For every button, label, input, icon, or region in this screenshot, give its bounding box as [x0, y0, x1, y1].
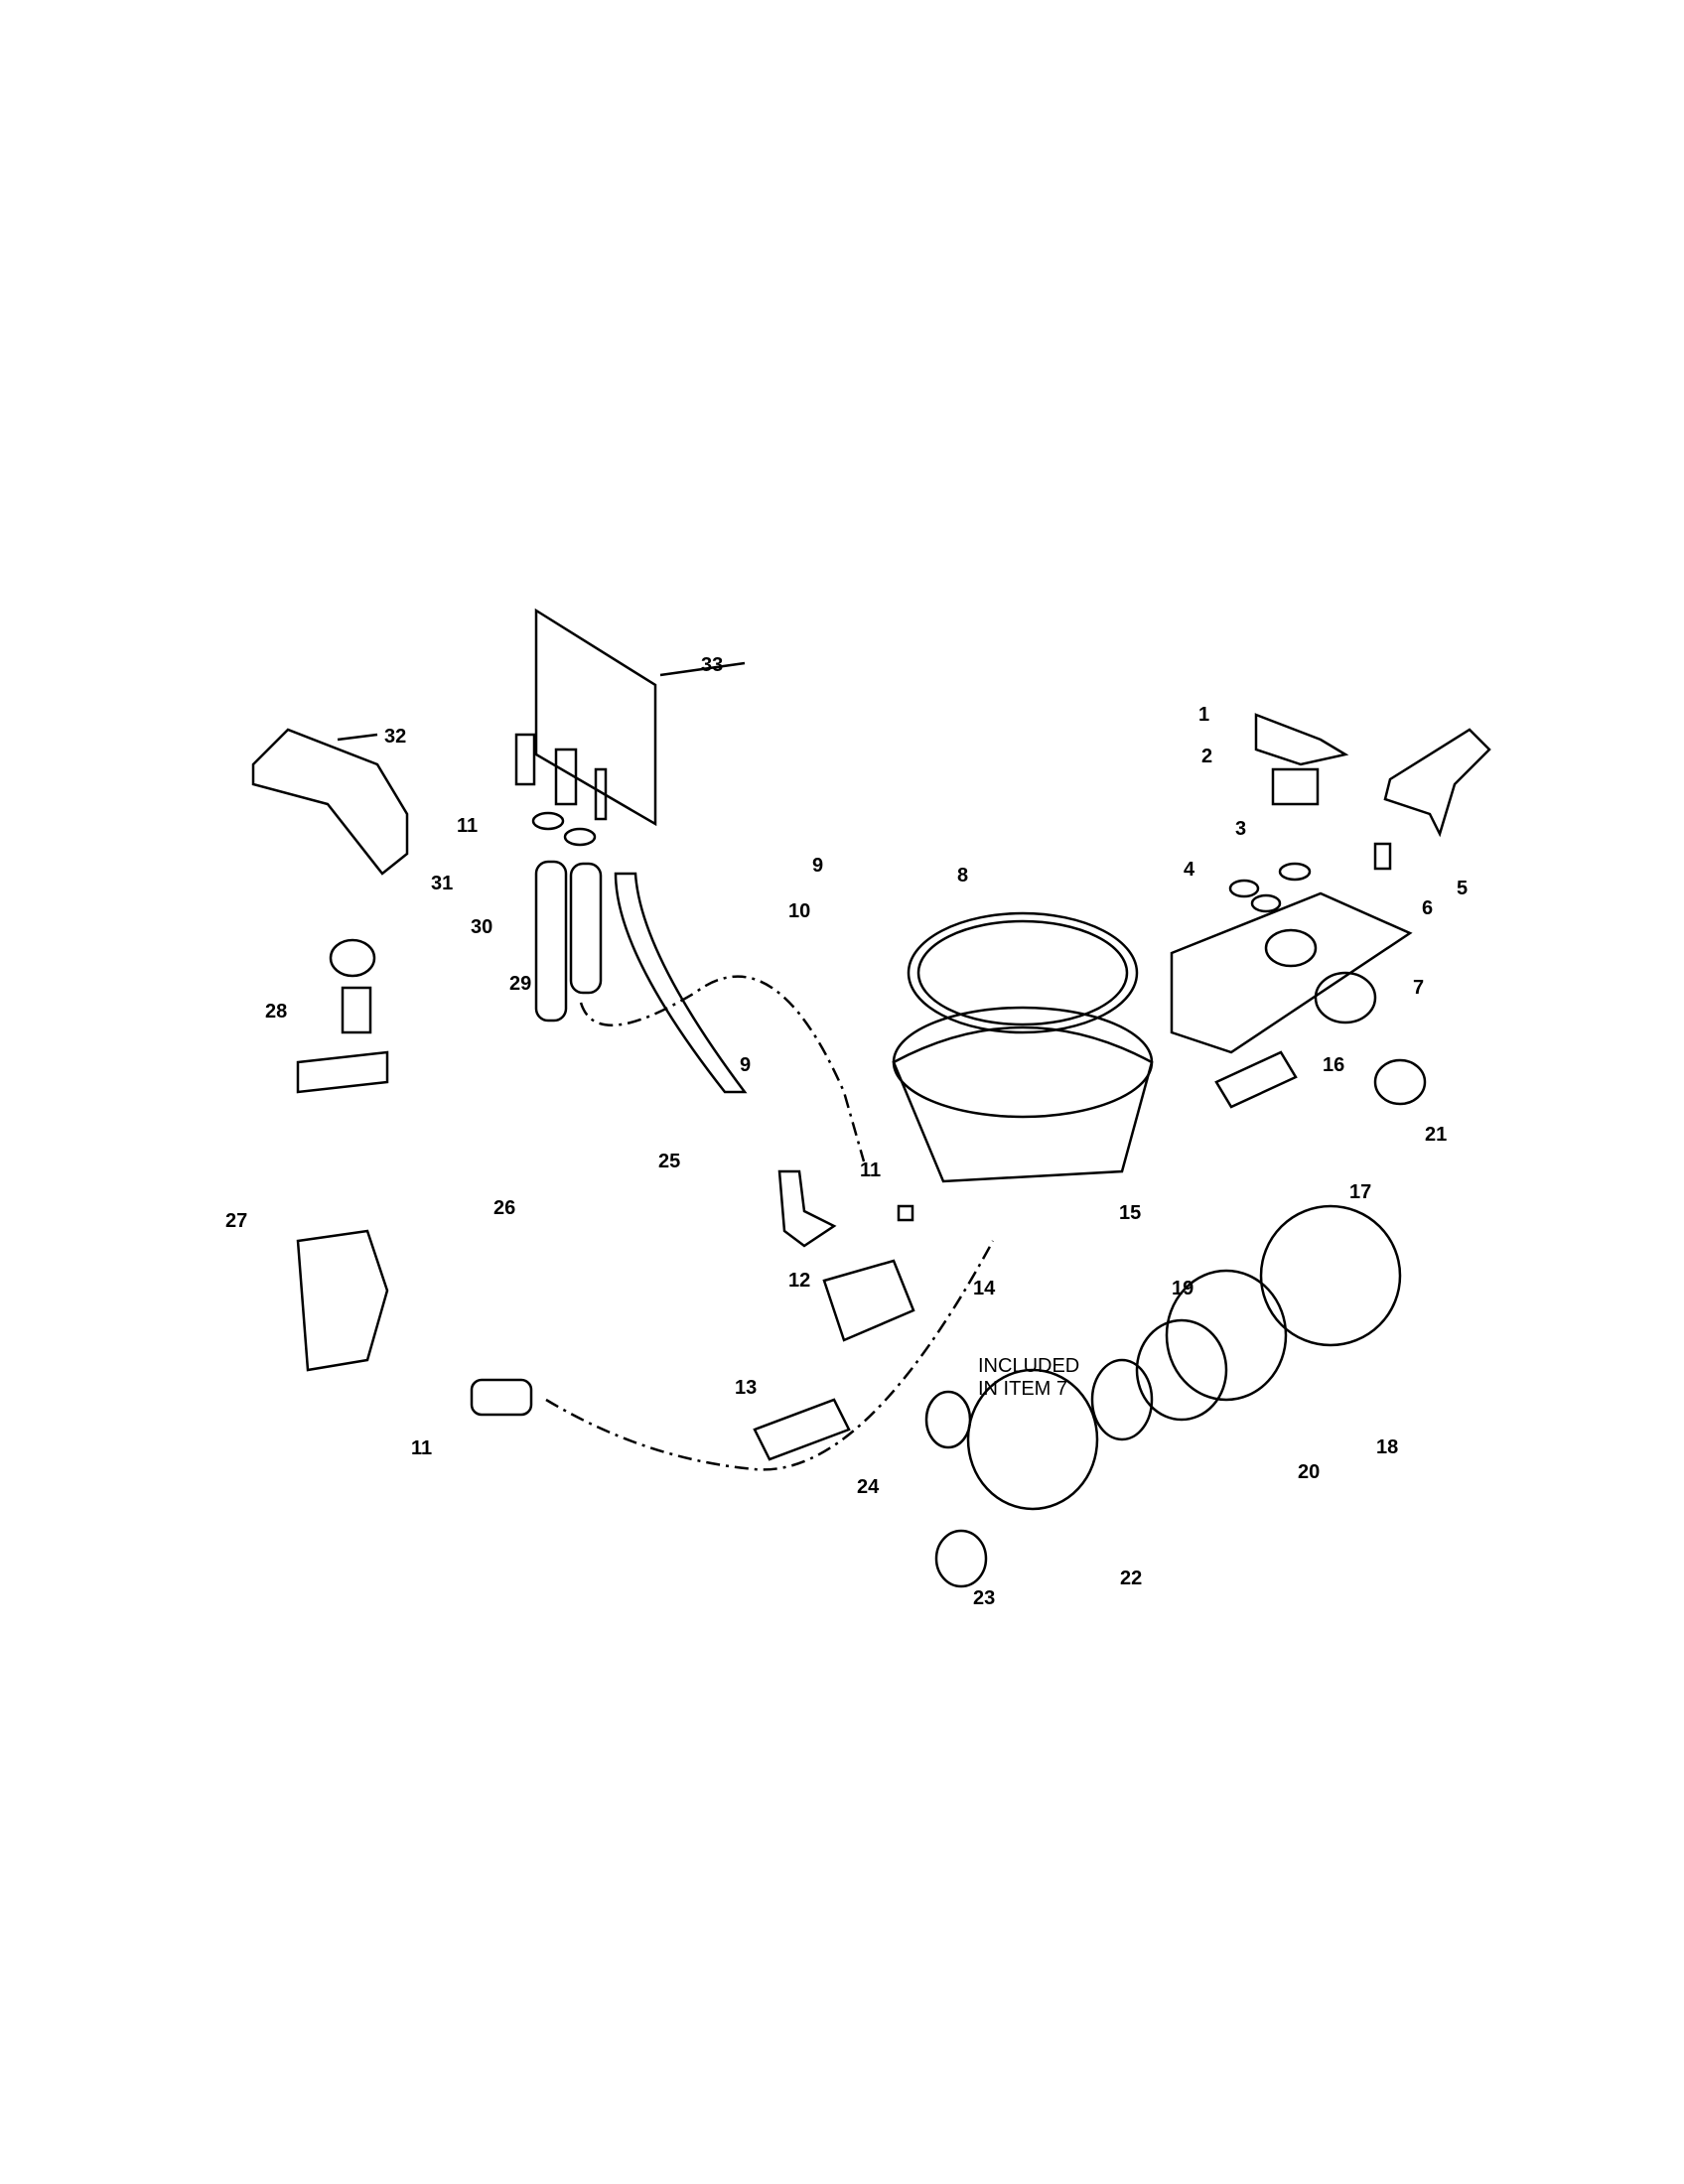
part-5-bracket [1383, 728, 1491, 838]
part-23-grommet [934, 1529, 988, 1588]
callout-9a: 9 [812, 855, 824, 877]
part-1-cap [1254, 713, 1349, 766]
callout-17: 17 [1349, 1181, 1372, 1203]
part-14-clip [897, 1204, 914, 1222]
callout-2: 2 [1201, 746, 1213, 767]
callout-28: 28 [265, 1001, 288, 1023]
part-32-cover [251, 728, 409, 876]
part-8-gasket [907, 911, 1139, 1034]
callout-13: 13 [735, 1377, 758, 1399]
part-25-tube [614, 872, 748, 1094]
callout-23: 23 [973, 1587, 996, 1609]
callout-25: 25 [658, 1151, 681, 1172]
part-2-sensor [1271, 767, 1320, 806]
callout-7: 7 [1413, 977, 1425, 999]
callout-19: 19 [1172, 1278, 1194, 1299]
callout-30: 30 [471, 916, 493, 938]
callout-15: 15 [1119, 1202, 1142, 1224]
callout-33: 33 [701, 654, 724, 676]
callout-12: 12 [788, 1270, 811, 1292]
callout-18: 18 [1376, 1436, 1399, 1458]
callout-3: 3 [1235, 818, 1247, 840]
callout-11b: 11 [860, 1160, 882, 1181]
part-20-seal [1135, 1318, 1228, 1422]
part-4-oring [1228, 879, 1260, 898]
callout-10: 10 [788, 900, 811, 922]
part-15-sump [892, 1025, 1154, 1183]
part-21-clamp [1373, 1058, 1427, 1106]
callout-8: 8 [957, 865, 969, 887]
callout-4: 4 [1184, 859, 1195, 881]
callout-26: 26 [493, 1197, 516, 1219]
callout-9b: 9 [740, 1054, 752, 1076]
included-in-item-7-note: INCLUDED IN ITEM 7 [978, 1355, 1080, 1400]
callout-14: 14 [973, 1278, 996, 1299]
part-28-pump [329, 938, 376, 978]
part-19-housing [1165, 1269, 1288, 1402]
part-13-pump-motor [822, 1259, 915, 1342]
callout-1: 1 [1198, 704, 1210, 726]
callout-16: 16 [1323, 1054, 1345, 1076]
part-17-motor [1259, 1204, 1402, 1347]
part-29-hose [569, 862, 603, 995]
callout-21: 21 [1425, 1124, 1448, 1146]
part-30-hose [534, 860, 568, 1023]
callout-5: 5 [1457, 878, 1469, 899]
callout-20: 20 [1298, 1461, 1321, 1483]
callout-6: 6 [1422, 897, 1434, 919]
callout-32: 32 [384, 726, 407, 748]
part-12-bracket [777, 1169, 837, 1248]
callout-24: 24 [857, 1476, 880, 1498]
part-3-oring [1278, 862, 1312, 882]
part-27-drain-assembly [296, 1229, 389, 1372]
callout-22: 22 [1120, 1568, 1143, 1589]
part-33-panel [534, 608, 657, 827]
part-7-manifold [1170, 891, 1413, 1054]
routing-line [579, 975, 866, 1162]
callout-29: 29 [509, 973, 532, 995]
part-11-hose-section [470, 1378, 533, 1417]
part-22-pump-housing [966, 1368, 1099, 1511]
callout-27: 27 [225, 1210, 248, 1232]
callout-11c: 11 [411, 1437, 433, 1459]
part-24-hose [753, 1398, 851, 1461]
part-16-heater-relay [1214, 1050, 1298, 1109]
part-6-clip [1373, 842, 1392, 871]
callout-31: 31 [431, 873, 454, 894]
callout-11a: 11 [457, 815, 479, 837]
